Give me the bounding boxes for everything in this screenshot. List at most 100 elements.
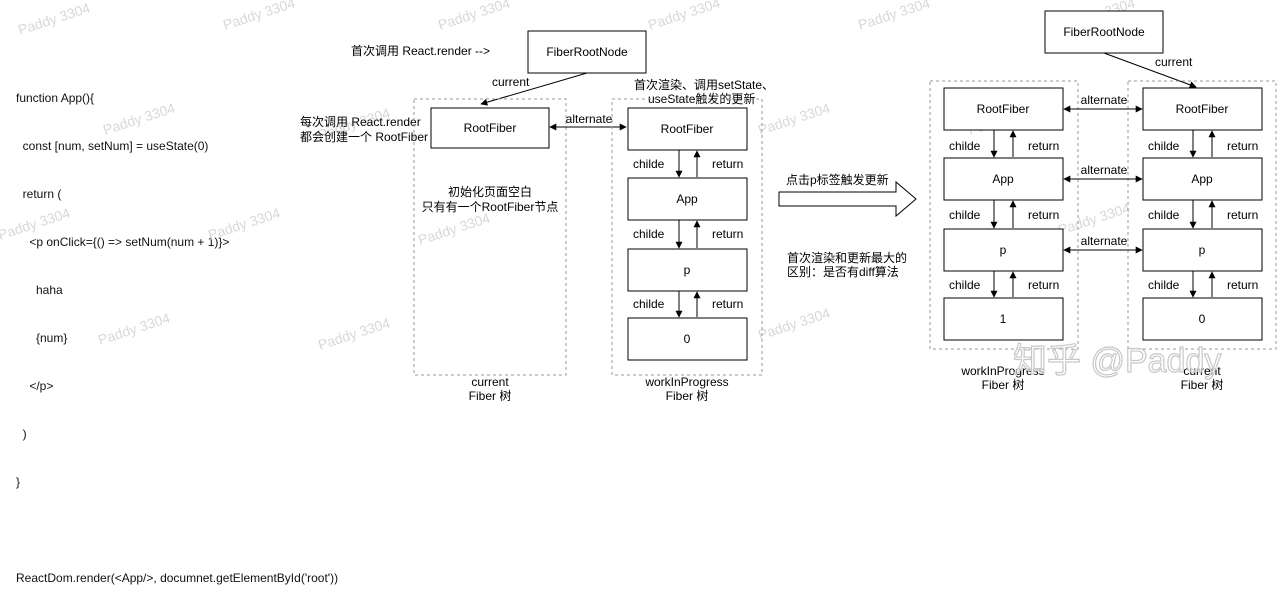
- code-line: function App(){: [16, 91, 95, 105]
- init-note-1: 初始化页面空白: [448, 184, 532, 199]
- right-fiber-root-node-label: FiberRootNode: [1063, 25, 1145, 39]
- right-return-label: return: [1028, 139, 1059, 153]
- watermark-text: Paddy 3304: [0, 204, 72, 242]
- code-line: const [num, setNum] = useState(0): [16, 139, 209, 153]
- right-return-label: return: [1227, 139, 1258, 153]
- right-wip-caption-1: workInProgress: [960, 364, 1044, 378]
- right-current-node: [1142, 297, 1263, 341]
- right-fiber-root-node: [1044, 10, 1164, 54]
- right-childe-label: childe: [1148, 208, 1180, 222]
- code-line: ): [16, 427, 27, 441]
- watermark-text: Paddy 3304: [221, 0, 297, 33]
- right-return-label: return: [1227, 278, 1258, 292]
- right-wip-node-label: 1: [1000, 312, 1007, 326]
- right-wip-container: [929, 80, 1079, 350]
- big-right-arrow: [778, 180, 917, 218]
- init-note-2: 只有有一个RootFiber节点: [422, 200, 559, 214]
- code-line: </p>: [16, 379, 54, 393]
- right-childe-label: childe: [1148, 278, 1180, 292]
- wip-node: [627, 177, 748, 221]
- wip-node-label: p: [684, 263, 691, 277]
- right-current-node: [1142, 157, 1263, 201]
- wip-node-label: 0: [684, 332, 691, 346]
- alternate-label: alternate: [566, 112, 613, 126]
- right-current-caption-2: Fiber 树: [1181, 377, 1224, 392]
- each-call-note-1: 每次调用 React.render: [300, 114, 421, 129]
- right-wip-node-label: RootFiber: [977, 102, 1030, 116]
- right-current-node-label: 0: [1199, 312, 1206, 326]
- childe-label: childe: [633, 157, 665, 171]
- right-wip-node: [943, 157, 1064, 201]
- childe-label: childe: [633, 227, 665, 241]
- childe-label: childe: [633, 297, 665, 311]
- each-call-note-2: 都会创建一个 RootFiber: [300, 130, 428, 144]
- watermark-text: Paddy 3304: [436, 0, 512, 33]
- code-line: ReactDom.render(<App/>, documnet.getElem…: [16, 571, 339, 585]
- right-return-label: return: [1227, 208, 1258, 222]
- right-childe-label: childe: [949, 278, 981, 292]
- fiber-tree-diagram: Paddy 3304 Paddy 3304 Paddy 3304 Paddy 3…: [0, 0, 1277, 403]
- wip-node-label: RootFiber: [661, 122, 714, 136]
- right-current-caption-1: current: [1183, 364, 1221, 378]
- code-line: <p onClick={() => setNum(num + 1)}>: [16, 235, 230, 249]
- right-current-node-label: RootFiber: [1176, 102, 1229, 116]
- wip-tree-caption-1: workInProgress: [644, 375, 728, 389]
- right-return-label: return: [1028, 278, 1059, 292]
- watermark-text: Paddy 3304: [316, 314, 392, 352]
- right-childe-label: childe: [1148, 139, 1180, 153]
- right-alternate-links: [1063, 105, 1143, 254]
- right-child-return-links: [990, 130, 1216, 298]
- click-update-label: 点击p标签触发更新: [786, 172, 889, 187]
- child-return-links: [675, 150, 701, 318]
- right-return-label: return: [1028, 208, 1059, 222]
- current-pointer-label: current: [492, 75, 530, 89]
- watermark-text: Paddy 3304: [1056, 199, 1132, 237]
- right-current-pointer-label: current: [1155, 55, 1193, 69]
- watermark-text: Paddy 3304: [16, 0, 92, 38]
- return-label: return: [712, 227, 743, 241]
- fiber-root-node: [527, 30, 647, 74]
- fiber-root-node-label: FiberRootNode: [546, 45, 628, 59]
- right-current-container: [1127, 80, 1277, 350]
- right-wip-node-label: App: [992, 172, 1014, 186]
- code-line: }: [16, 475, 21, 489]
- right-current-node-label: App: [1191, 172, 1213, 186]
- right-alternate-label: alternate: [1081, 163, 1128, 177]
- code-line: return (: [16, 187, 62, 201]
- watermark-text: Paddy 3304: [646, 0, 722, 33]
- wip-tree-container: [611, 98, 763, 376]
- code-line: haha: [16, 283, 63, 297]
- current-root-fiber-label: RootFiber: [464, 121, 517, 135]
- code-line: [16, 522, 338, 538]
- first-render-note-2: useState触发的更新: [648, 91, 755, 106]
- code-line: {num}: [16, 331, 68, 345]
- right-wip-node: [943, 87, 1064, 131]
- wip-node: [627, 317, 748, 361]
- watermark-text: Paddy 3304: [96, 309, 172, 347]
- watermark-text: Paddy 3304: [101, 99, 177, 137]
- right-wip-node-label: p: [1000, 243, 1007, 257]
- right-wip-caption-2: Fiber 树: [982, 377, 1025, 392]
- watermark-text: Paddy 3304: [856, 0, 932, 33]
- current-tree-container: [413, 98, 567, 376]
- right-current-node-label: p: [1199, 243, 1206, 257]
- watermark-text: Paddy 3304: [206, 204, 282, 242]
- right-current-pointer-arrow: [1103, 52, 1197, 89]
- current-root-fiber: [430, 107, 550, 149]
- right-current-node: [1142, 87, 1263, 131]
- right-childe-label: childe: [949, 139, 981, 153]
- right-alternate-label: alternate: [1081, 234, 1128, 248]
- right-wip-node: [943, 297, 1064, 341]
- first-render-note-1: 首次渲染、调用setState、: [634, 77, 774, 92]
- diff-note-1: 首次渲染和更新最大的: [787, 250, 907, 265]
- diff-note-2: 区别：是否有diff算法: [787, 264, 899, 279]
- watermark-text: Paddy 3304: [416, 209, 492, 247]
- right-alternate-label: alternate: [1081, 93, 1128, 107]
- right-current-node: [1142, 228, 1263, 272]
- first-call-label: 首次调用 React.render -->: [351, 44, 490, 58]
- watermark-text: Paddy 3304: [756, 99, 832, 137]
- return-label: return: [712, 297, 743, 311]
- wip-node: [627, 107, 748, 151]
- wip-node-label: App: [676, 192, 698, 206]
- wip-node: [627, 248, 748, 292]
